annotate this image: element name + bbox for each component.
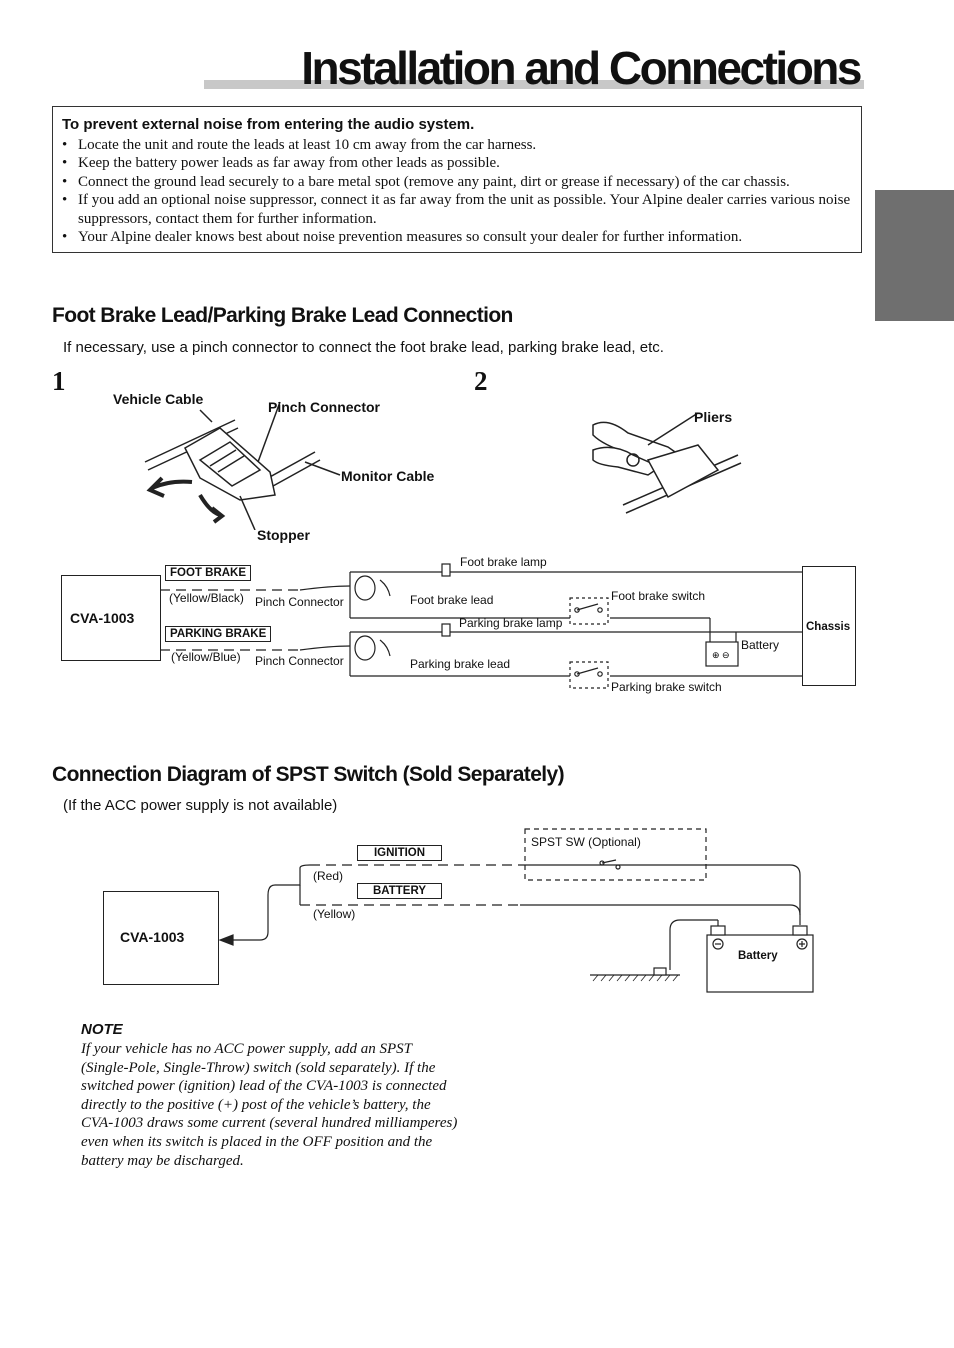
spst-section-heading: Connection Diagram of SPST Switch (Sold … [52,763,565,786]
spst-battery-label: Battery [738,950,778,962]
notice-bullet: •Your Alpine dealer knows best about noi… [62,229,743,245]
section-tab [875,190,954,321]
stopper-label: Stopper [257,527,310,543]
notice-bullet: •Locate the unit and route the leads at … [62,137,537,153]
parking-brake-switch-label: Parking brake switch [611,680,722,694]
notice-title: To prevent external noise from entering … [62,116,475,133]
pliers-label: Pliers [694,409,733,425]
yellow-wire-label: (Yellow) [313,907,356,921]
spst-cva-1003-label: CVA-1003 [120,929,185,945]
notice-bullet: •If you add an optional noise suppressor… [62,192,851,227]
foot-brake-lamp-label: Foot brake lamp [460,555,547,569]
foot-brake-switch-label: Foot brake switch [611,589,706,603]
battery-label: Battery [741,638,780,652]
spst-switch-label: SPST SW (Optional) [531,835,641,849]
chassis-label: Chassis [806,621,851,633]
pinch-connector-label: Pinch Connector [268,399,381,415]
step-1-number: 1 [52,366,66,396]
pliers-illustration [592,412,742,514]
ignition-tag: IGNITION [357,845,442,861]
brake-section-heading: Foot Brake Lead/Parking Brake Lead Conne… [52,304,513,327]
cva-1003-unit-box [61,575,161,661]
noise-notice-box [52,106,862,253]
foot-brake-tag: FOOT BRAKE [165,565,252,581]
page-title: Installation and Connections [301,42,862,94]
monitor-cable-label: Monitor Cable [341,468,435,484]
spst-section-subtitle: (If the ACC power supply is not availabl… [63,797,338,814]
parking-brake-tag: PARKING BRAKE [165,626,272,642]
step-2-number: 2 [474,366,488,396]
notice-bullet: •Keep the battery power leads as far awa… [62,155,500,171]
parking-brake-lead-label: Parking brake lead [410,657,511,671]
pinch-connector-1-label: Pinch Connector [255,595,344,609]
note-body: If your vehicle has no ACC power supply,… [81,1041,458,1169]
chassis-box [802,566,856,686]
red-wire-label: (Red) [313,869,344,883]
spst-cva-1003-unit-box [103,891,219,985]
brake-section-intro: If necessary, use a pinch connector to c… [63,339,664,356]
parking-brake-color: (Yellow/Blue) [171,650,241,664]
spst-wiring-diagram [218,828,814,993]
foot-brake-color: (Yellow/Black) [169,591,244,605]
brake-wiring-diagram: ⊕ ⊖ [160,563,802,689]
note-heading: NOTE [81,1021,123,1038]
battery-tag: BATTERY [357,883,442,899]
cva-1003-label: CVA-1003 [70,610,135,626]
title-underline [204,80,864,89]
parking-brake-lamp-label: Parking brake lamp [459,616,563,630]
notice-bullet: •Connect the ground lead securely to a b… [62,174,790,190]
pinch-connector-2-label: Pinch Connector [255,654,344,668]
vehicle-cable-label: Vehicle Cable [113,391,204,407]
pinch-connector-illustration [144,401,341,530]
foot-brake-lead-label: Foot brake lead [410,593,494,607]
svg-text:⊕ ⊖: ⊕ ⊖ [712,650,730,660]
